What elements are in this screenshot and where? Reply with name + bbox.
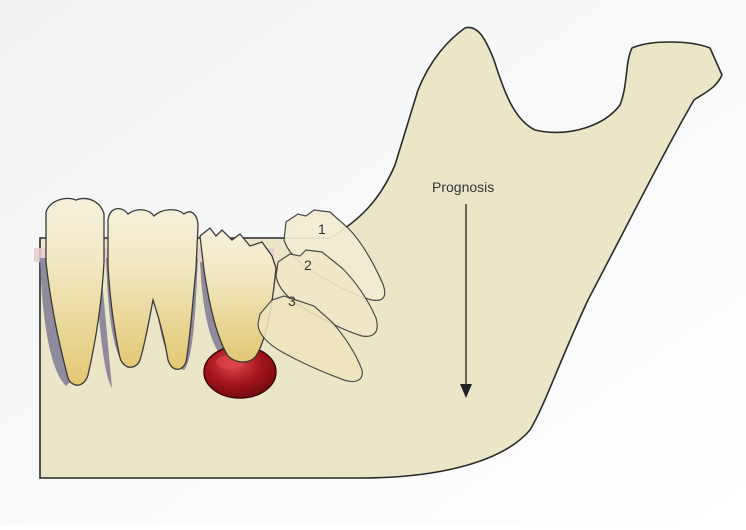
stage-label-1: 1 <box>318 221 326 237</box>
stage-label-2: 2 <box>304 257 312 273</box>
prognosis-label: Prognosis <box>432 179 494 195</box>
stage-label-3: 3 <box>288 293 296 309</box>
